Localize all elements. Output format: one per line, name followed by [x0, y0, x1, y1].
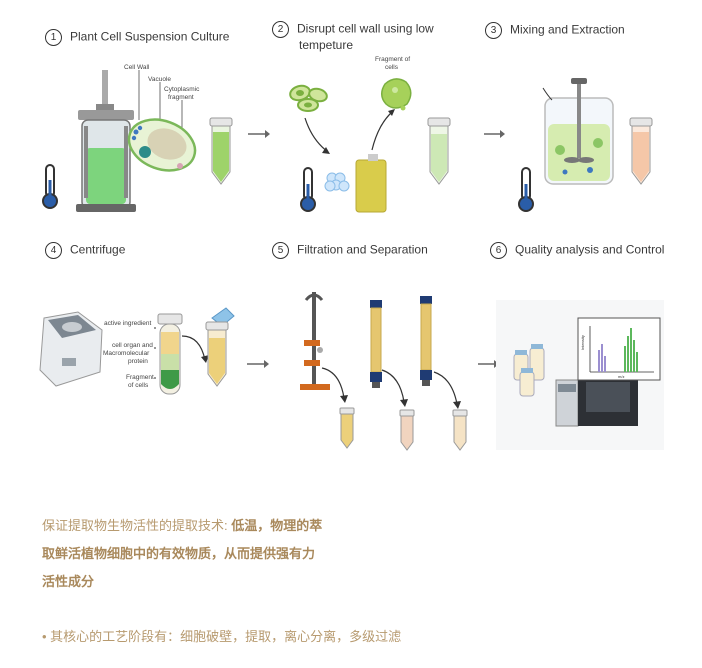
- test-tube-yellow-icon: [205, 321, 229, 387]
- step-2-text: Disrupt cell wall using low: [297, 21, 434, 36]
- arrow-icon: [248, 130, 270, 138]
- test-tube-orange-icon: [629, 117, 653, 185]
- chart-y-label: Intensity: [580, 335, 585, 350]
- step-6-number: 6: [490, 242, 507, 259]
- cytoplasmic-annotation: Cytoplasmic: [164, 86, 200, 93]
- chart-x-label: m/z: [618, 374, 624, 379]
- step-5-number: 5: [272, 242, 289, 259]
- active-ingredient-annotation: active ingredient: [104, 320, 152, 327]
- collection-tube-icon: [399, 409, 415, 451]
- step-3-text: Mixing and Extraction: [510, 22, 625, 37]
- arrow-icon: [478, 360, 499, 368]
- arrow-icon: [247, 360, 269, 368]
- centrifuge-icon: [39, 311, 103, 387]
- thermometer-icon: [42, 164, 58, 209]
- plant-cell-icon: [127, 70, 197, 172]
- mixing-vessel-icon: [544, 78, 614, 185]
- step-6-text: Quality analysis and Control: [515, 242, 665, 257]
- collection-tube-icon: [339, 407, 355, 449]
- description-text: 保证提取物生物活性的提取技术: 低温，物理的萃 取鲜活植物细胞中的有效物质，从而…: [42, 512, 387, 596]
- thermometer-icon: [300, 167, 316, 212]
- sample-bag-icon: [355, 154, 387, 213]
- step-1-text: Plant Cell Suspension Culture: [70, 29, 230, 44]
- centrifuge-tube-icon: [157, 313, 183, 395]
- collection-tube-icon: [452, 409, 468, 451]
- arrow-icon: [484, 130, 505, 138]
- description-bold-3: 活性成分: [42, 574, 95, 589]
- step-4-text: Centrifuge: [70, 242, 126, 257]
- chromatography-column-icon: [420, 296, 432, 386]
- diagram-illustrations: Intensity m/z: [39, 70, 661, 451]
- step-6-label: 6 Quality analysis and Control: [490, 242, 664, 259]
- spectrum-chart-panel: Intensity m/z: [577, 317, 661, 381]
- step-3-label: 3 Mixing and Extraction: [485, 22, 625, 39]
- cells-annotation: cells: [385, 64, 399, 71]
- cell-fragment-icon: [381, 78, 412, 111]
- thermometer-icon: [518, 167, 534, 212]
- step-5-label: 5 Filtration and Separation: [272, 242, 428, 259]
- chromatography-column-icon: [370, 300, 382, 388]
- step-4-label: 4 Centrifuge: [45, 242, 125, 259]
- description-prefix: 保证提取物生物活性的提取技术:: [42, 518, 232, 533]
- protein-annotation: protein: [128, 358, 148, 365]
- broken-cells-icon: [289, 84, 328, 112]
- step-4-number: 4: [45, 242, 62, 259]
- fragment-cells-annotation-2: of cells: [128, 382, 149, 389]
- step-5-text: Filtration and Separation: [297, 242, 428, 257]
- fragment-of-annotation: Fragment of: [375, 56, 411, 63]
- cell-wall-annotation: Cell Wall: [124, 64, 150, 71]
- vacuole-annotation: Vacuole: [148, 76, 172, 83]
- filtration-stand-icon: [300, 292, 330, 390]
- test-tube-light-green-icon: [427, 117, 451, 185]
- description-bold-1: 低温，物理的萃: [231, 518, 323, 533]
- cell-organ-annotation: cell organ and: [112, 342, 153, 349]
- step-2-text-line2: tempeture: [299, 38, 354, 52]
- macromolecular-annotation: Macromolecular: [103, 350, 150, 357]
- fragment-annotation: fragment: [168, 94, 194, 101]
- vials-icon: [513, 344, 545, 397]
- bioreactor-icon: [76, 70, 136, 212]
- process-bullet: • 其核心的工艺阶段有：细胞破壁，提取，离心分离，多级过滤: [42, 629, 402, 644]
- step-1-number: 1: [45, 29, 62, 46]
- ice-crystal-icon: [324, 172, 350, 192]
- fragment-cells-annotation-1: Fragment: [126, 374, 154, 381]
- test-tube-green-icon: [209, 117, 233, 185]
- description-bold-2: 取鲜活植物细胞中的有效物质，从而提供强有力: [42, 546, 316, 561]
- step-1-label: 1 Plant Cell Suspension Culture: [45, 29, 229, 46]
- step-3-number: 3: [485, 22, 502, 39]
